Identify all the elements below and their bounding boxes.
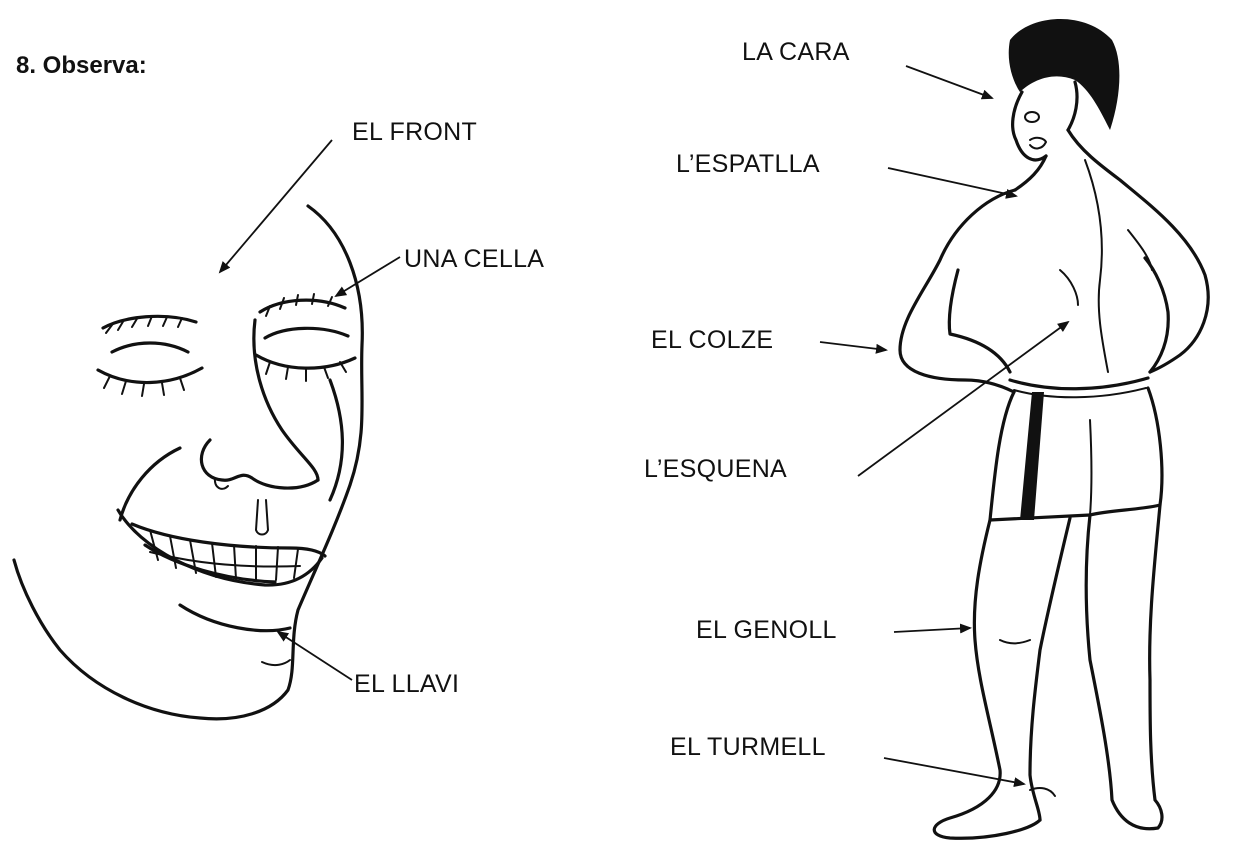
left-leg bbox=[934, 520, 1040, 838]
lower-lip bbox=[180, 605, 290, 631]
nose bbox=[254, 320, 318, 480]
left-eye bbox=[112, 343, 188, 352]
eye bbox=[1025, 112, 1039, 122]
knee bbox=[1000, 640, 1030, 643]
arrow-cara bbox=[906, 66, 992, 98]
right-arm bbox=[1145, 258, 1168, 372]
right-eye bbox=[265, 328, 348, 338]
arrow-cella bbox=[336, 257, 400, 296]
right-eyebrow bbox=[260, 300, 345, 312]
arrow-turmell bbox=[884, 758, 1024, 784]
shorts-stripe bbox=[1020, 392, 1044, 520]
mouth-small bbox=[1030, 138, 1046, 149]
head bbox=[1013, 92, 1046, 160]
body-drawing bbox=[900, 19, 1208, 838]
waistband bbox=[1010, 378, 1148, 389]
arrow-espatlla bbox=[888, 168, 1016, 196]
shorts bbox=[990, 388, 1162, 520]
right-shoulder bbox=[1068, 130, 1208, 372]
left-arm bbox=[900, 190, 1015, 392]
face-drawing bbox=[14, 206, 362, 719]
arrow-front bbox=[220, 140, 332, 272]
right-leg bbox=[1086, 505, 1162, 829]
spine bbox=[1085, 160, 1108, 372]
arrow-genoll bbox=[894, 628, 970, 632]
arrow-colze bbox=[820, 342, 886, 350]
hair bbox=[1009, 19, 1120, 130]
arrow-llavi bbox=[278, 632, 352, 680]
